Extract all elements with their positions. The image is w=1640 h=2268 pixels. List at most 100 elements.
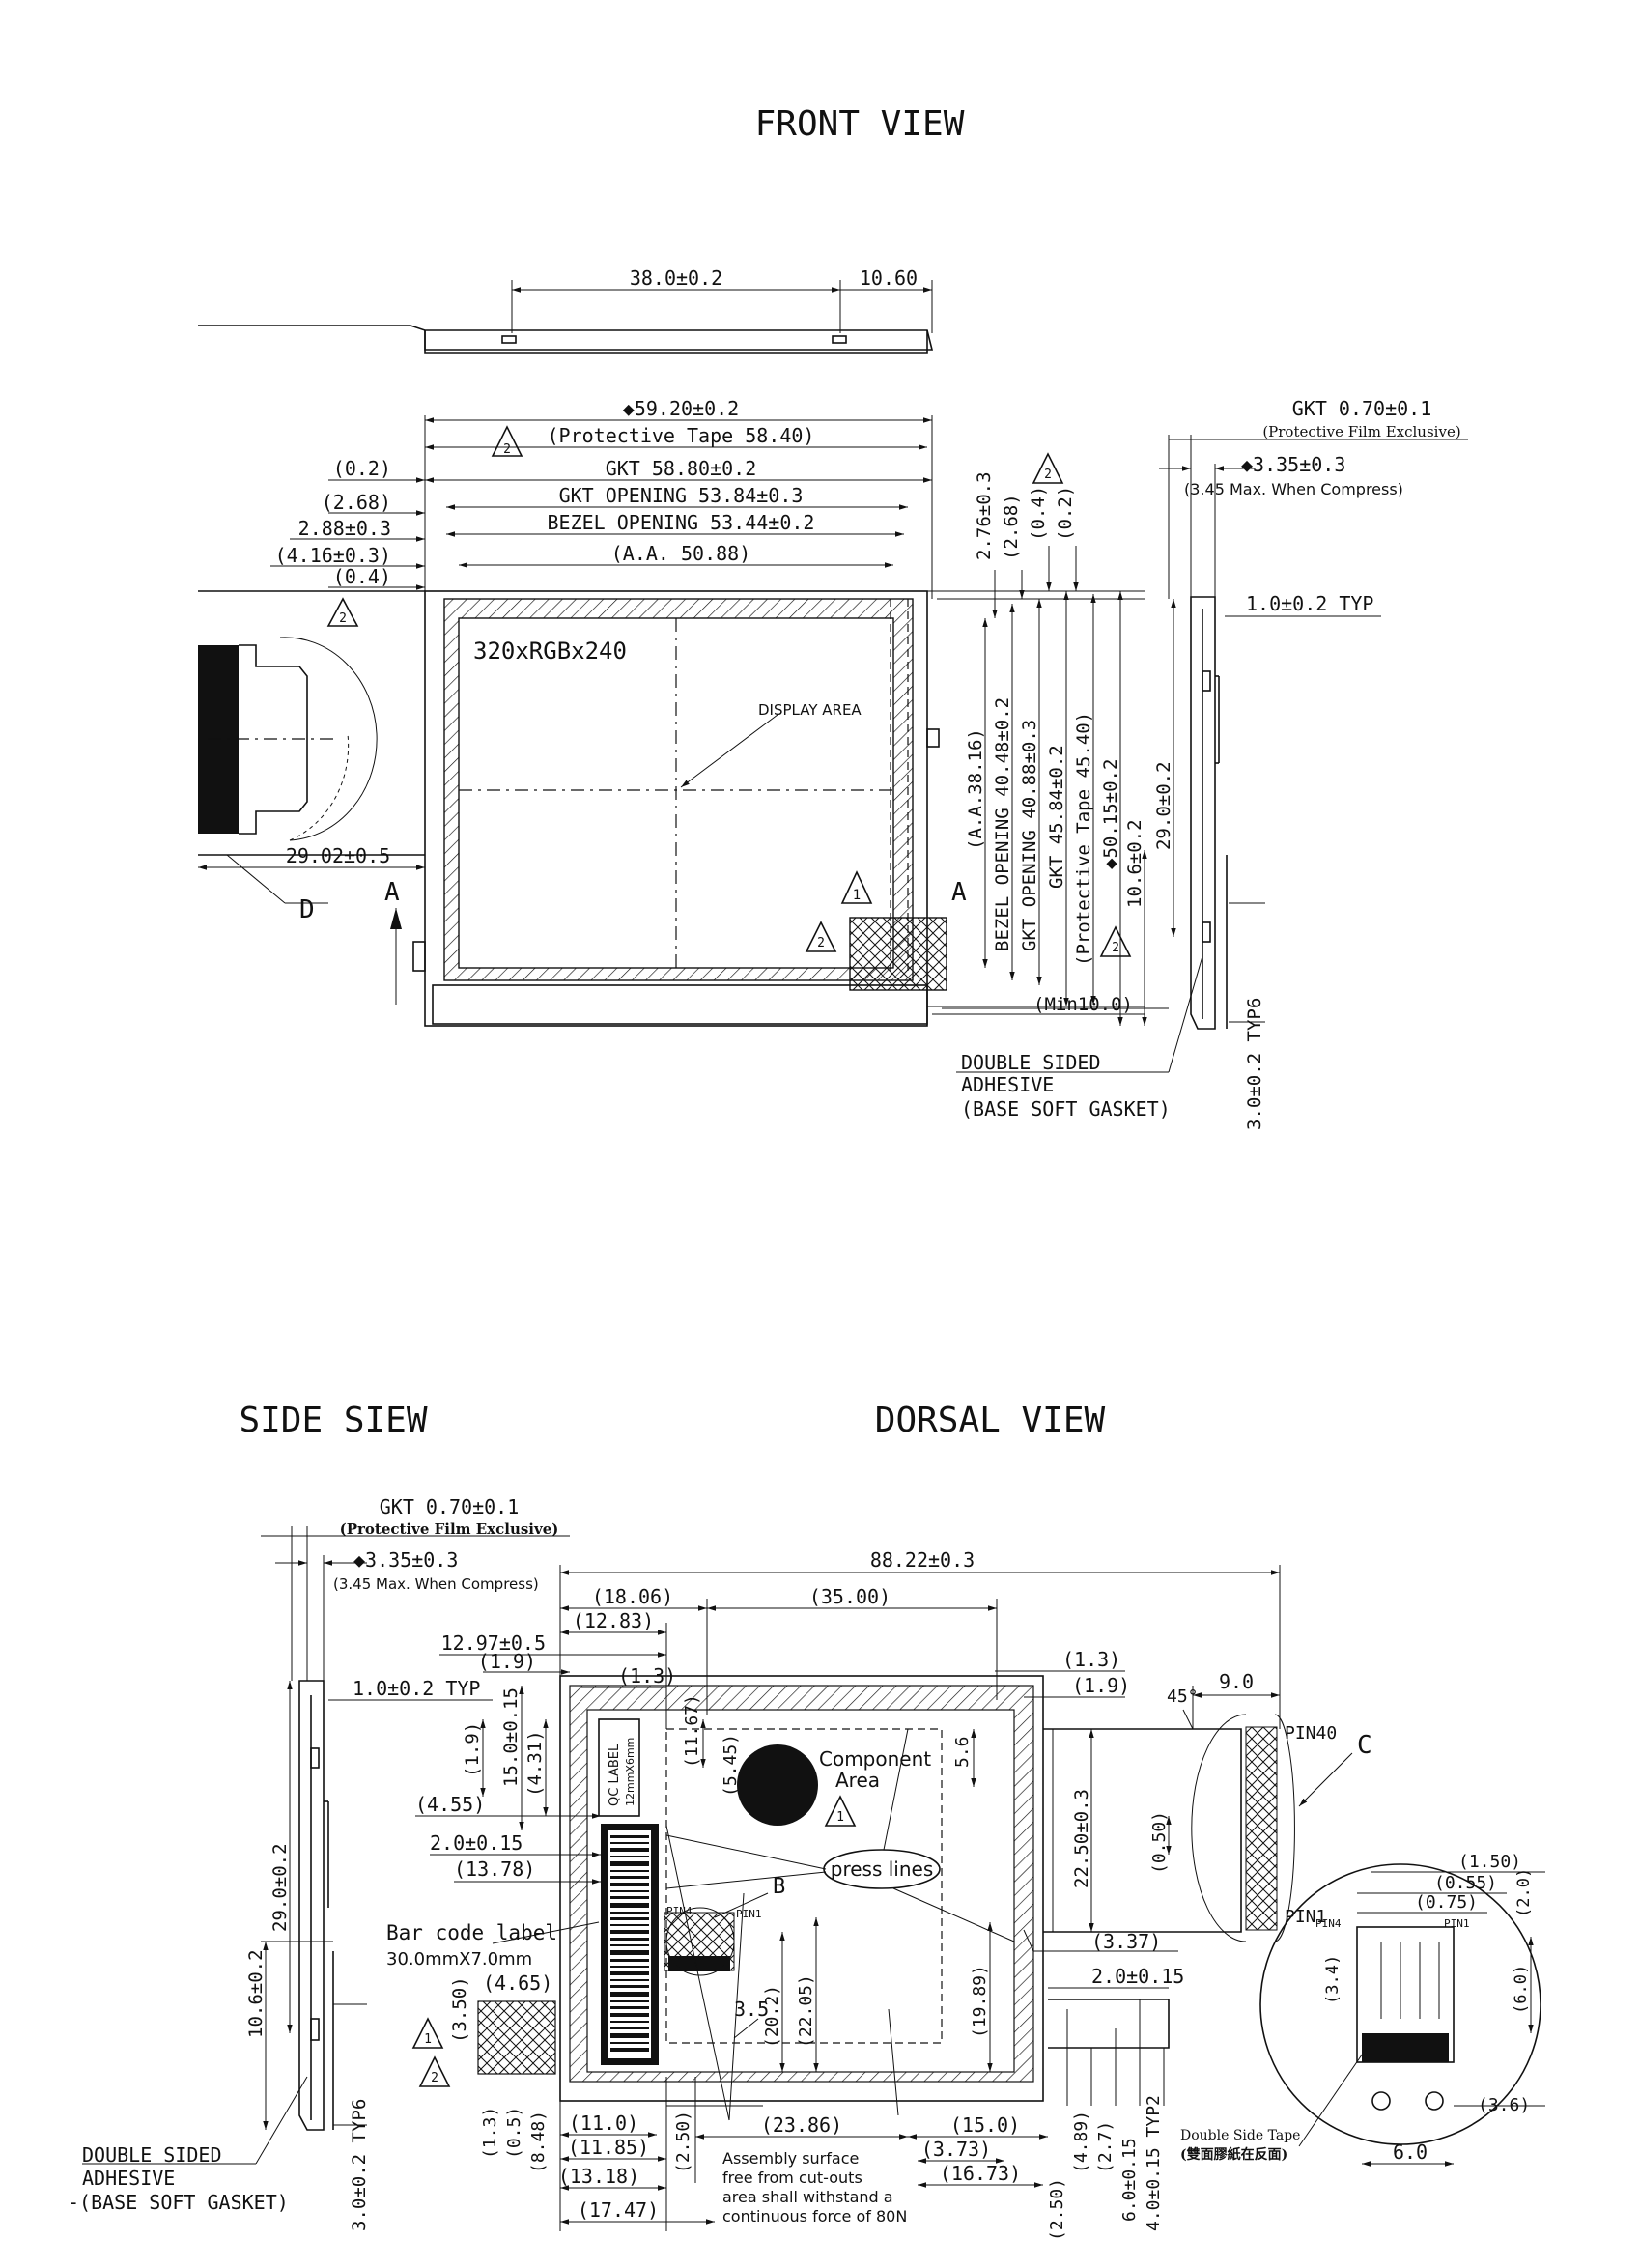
svg-text:22.50±0.3: 22.50±0.3 [1071,1789,1092,1888]
svg-text:PIN4: PIN4 [666,1905,693,1917]
svg-text:(0.50): (0.50) [1149,1811,1170,1874]
section-a-left: A [384,878,400,907]
svg-text:5.6: 5.6 [952,1736,973,1768]
svg-text:2: 2 [431,2071,438,2085]
top-dim-10-60: 10.60 [860,267,918,290]
svg-text:(23.86): (23.86) [761,2113,842,2137]
qc-size: 12mmX6mm [624,1738,636,1806]
dim-bezel-opening: BEZEL OPENING 53.44±0.2 [548,511,815,534]
component-dot [737,1744,818,1826]
side-view-title: SIDE SIEW [239,1401,427,1440]
svg-text:(1.9): (1.9) [478,1650,536,1673]
side-typ: 1.0±0.2 TYP [353,1677,480,1700]
svg-text:(1.9): (1.9) [462,1722,483,1777]
component-label-2: Area [835,1769,880,1792]
dim-aa-50-88: (A.A. 50.88) [611,542,751,565]
svg-text:6.0±0.15: 6.0±0.15 [1119,2138,1140,2222]
side-dim-29: 29.0±0.2 [269,1843,291,1932]
svg-text:PIN4: PIN4 [1315,1917,1342,1930]
dim-59-20: ◆59.20±0.2 [623,397,739,420]
front-view-title: FRONT VIEW [755,104,965,144]
svg-text:(2.68): (2.68) [322,491,391,514]
svg-text:(11.85): (11.85) [568,2136,649,2159]
svg-text:(2.50): (2.50) [1047,2178,1067,2241]
fpc-contacts [1245,1726,1278,1931]
detail-c-view: PIN4 PIN1 (1.50) (0.55) (0.75) (2.0) (3.… [1180,1852,1545,2167]
dim-gkt-58-80: GKT 58.80±0.2 [606,457,757,480]
svg-text:(0.4): (0.4) [1028,486,1049,541]
side-typ6: 3.0±0.2 TYP6 [349,2099,370,2231]
dorsal-view-title: DORSAL VIEW [875,1401,1106,1440]
svg-text:(13.78): (13.78) [454,1857,535,1881]
svg-text:(20.2): (20.2) [762,1985,782,2048]
svg-text:PIN1: PIN1 [1444,1917,1470,1930]
svg-text:(3.45 Max. When Compress): (3.45 Max. When Compress) [1184,480,1403,498]
adhesive-line2: ADHESIVE [961,1073,1054,1096]
svg-text:(17.47): (17.47) [578,2198,659,2222]
svg-text:2: 2 [503,442,511,457]
svg-text:2.88±0.3: 2.88±0.3 [298,517,391,540]
svg-text:(16.73): (16.73) [940,2162,1021,2185]
svg-text:(12.83): (12.83) [573,1609,654,1632]
dorsal-view: Component Area 1 press lines QC LABEL 12… [386,1548,1372,2241]
svg-text:(5.45): (5.45) [721,1734,741,1797]
svg-text:BEZEL OPENING 40.48±0.2: BEZEL OPENING 40.48±0.2 [992,697,1013,951]
svg-text:(4.55): (4.55) [415,1793,485,1816]
svg-text:2: 2 [817,936,825,950]
overall-88-22: 88.22±0.3 [870,1548,975,1572]
svg-text:(Protective Film Exclusive): (Protective Film Exclusive) [1262,423,1460,440]
tape-note-2: (雙面膠紙在反面) [1180,2146,1287,2163]
svg-text:(3.37): (3.37) [1091,1930,1161,1953]
svg-text:GKT OPENING 40.88±0.3: GKT OPENING 40.88±0.3 [1019,720,1040,951]
svg-text:2: 2 [1044,468,1052,482]
side-gkt: GKT 0.70±0.1 [380,1495,520,1518]
svg-text:(0.2): (0.2) [1055,486,1076,541]
adhesive-line3: (BASE SOFT GASKET) [961,1097,1171,1120]
detail-b-label: B [773,1875,785,1899]
side-adhesive-2: ADHESIVE [82,2167,175,2190]
svg-text:1: 1 [836,1810,844,1825]
front-side-profile: GKT 0.70±0.1 (Protective Film Exclusive)… [956,397,1468,1130]
assembly-note-2: free from cut-outs [722,2169,862,2187]
svg-text:(0.5): (0.5) [504,2107,524,2159]
svg-text:GKT 45.84±0.2: GKT 45.84±0.2 [1046,745,1067,889]
svg-text:(11.0): (11.0) [569,2112,638,2135]
svg-text:(2.68): (2.68) [1001,494,1022,560]
side-thickness: ◆3.35±0.3 [353,1548,458,1572]
svg-text:2: 2 [1112,941,1119,955]
barcode-label-1: Bar code label [386,1921,557,1944]
front-vertical-dims: 2.76±0.3 (2.68) (0.4) (0.2) (A.A.38.16) … [908,471,1176,1026]
svg-text:(4.16±0.3): (4.16±0.3) [275,544,391,567]
svg-text:(13.18): (13.18) [558,2165,639,2188]
svg-text:GKT 0.70±0.1: GKT 0.70±0.1 [1292,397,1432,420]
svg-text:1: 1 [424,2032,432,2047]
assembly-note-3: area shall withstand a [722,2188,893,2206]
svg-text:(6.0): (6.0) [1512,1965,1531,2014]
min-dim: (Min10.0) [1033,994,1133,1015]
svg-text:(3.50): (3.50) [449,1976,470,2043]
front-top-profile: 38.0±0.2 10.60 [198,267,934,354]
section-a-right: A [951,878,967,907]
assembly-note-4: continuous force of 80N [722,2207,907,2225]
front-panel: 320xRGBx240 DISPLAY AREA 1 2 2 2 [412,452,1132,1027]
qc-label: QC LABEL [608,1744,622,1806]
svg-text:(2.7): (2.7) [1095,2121,1116,2173]
svg-text:(4.89): (4.89) [1071,2111,1091,2173]
adhesive-line1: DOUBLE SIDED [961,1051,1101,1074]
svg-text:(1.9): (1.9) [1072,1674,1130,1697]
front-connector: 29.02±0.5 D A A [198,590,967,1005]
svg-text:2.0±0.15: 2.0±0.15 [1091,1965,1184,1988]
pin40-label: PIN40 [1285,1723,1337,1744]
svg-text:◆50.15±0.2: ◆50.15±0.2 [1100,759,1121,869]
svg-text:3.0±0.2 TYP6: 3.0±0.2 TYP6 [1244,998,1265,1130]
svg-text:(11.67): (11.67) [682,1694,702,1768]
svg-text:9.0: 9.0 [1219,1670,1254,1693]
side-dim-10-6: 10.6±0.2 [245,1949,267,2038]
svg-text:(Protective Tape 45.40): (Protective Tape 45.40) [1073,712,1094,966]
svg-text:3.5: 3.5 [734,1998,769,2021]
svg-text:(1.3): (1.3) [1062,1648,1120,1671]
svg-text:(3.73): (3.73) [921,2138,991,2161]
svg-text:6.0: 6.0 [1393,2140,1428,2164]
svg-text:(1.50): (1.50) [1458,1852,1521,1872]
